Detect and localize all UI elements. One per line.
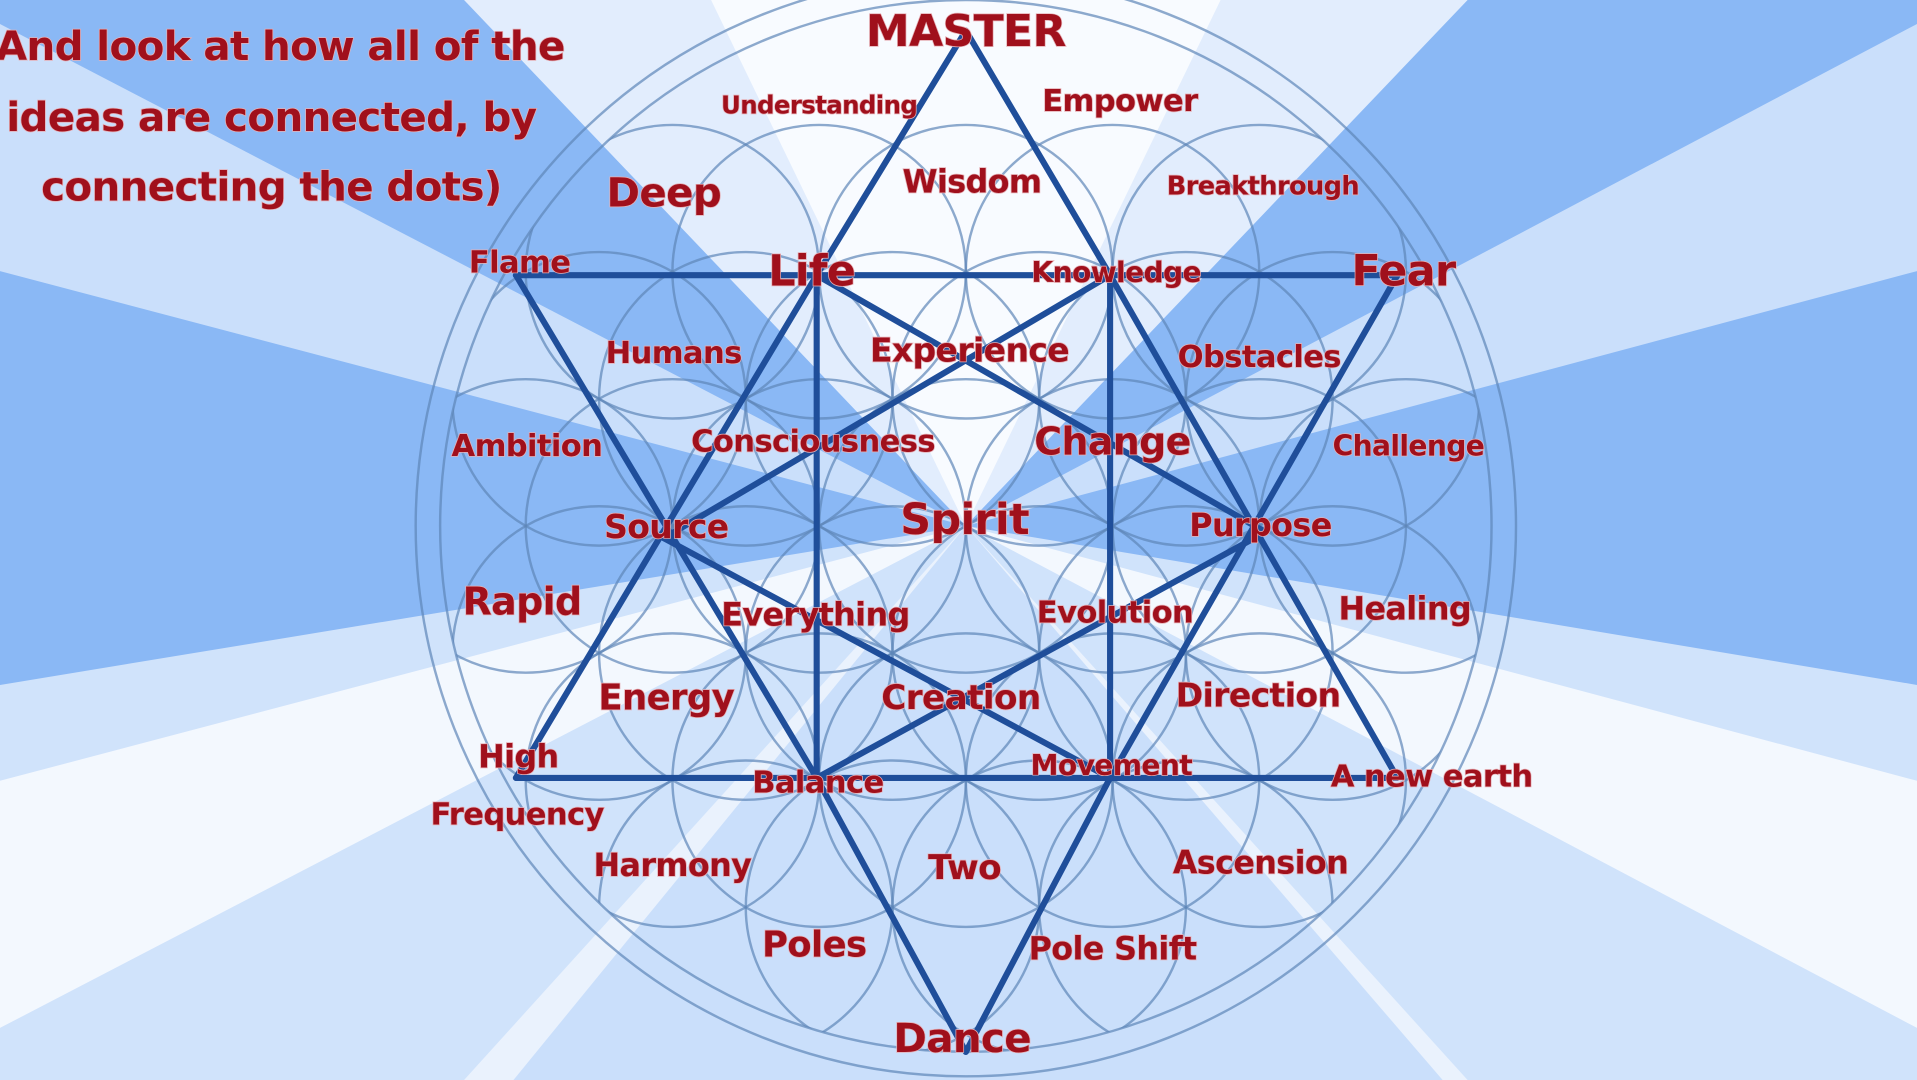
light-ray <box>0 23 966 526</box>
light-ray <box>464 525 1468 1080</box>
concept-label-flame: Flame <box>469 246 570 281</box>
concept-label-movement: Movement <box>1031 749 1193 782</box>
concept-label-master: MASTER <box>866 6 1067 57</box>
connection-line <box>660 535 1114 781</box>
connection-line <box>813 528 1269 781</box>
concept-label-spirit: Spirit <box>900 495 1029 545</box>
concept-label-empower: Empower <box>1042 84 1198 119</box>
concept-label-two: Two <box>928 848 1001 888</box>
concept-label-deep: Deep <box>607 170 722 217</box>
concept-label-creation: Creation <box>881 678 1040 718</box>
concept-label-harmony: Harmony <box>594 847 753 884</box>
concept-label-change: Change <box>1034 419 1190 463</box>
concept-label-understanding: Understanding <box>721 90 917 119</box>
connection-line <box>962 27 1114 279</box>
concept-label-energy: Energy <box>598 678 734 719</box>
concept-label-evolution: Evolution <box>1037 595 1193 630</box>
concept-label-high: High <box>478 738 558 775</box>
concept-label-obstacles: Obstacles <box>1178 340 1341 375</box>
concept-label-purpose: Purpose <box>1189 507 1331 544</box>
caption: (And look at how all of the ideas are co… <box>0 22 566 211</box>
concept-label-life: Life <box>768 246 855 296</box>
connection-line <box>660 272 1114 542</box>
concept-label-consciousness: Consciousness <box>691 424 935 459</box>
connection-line <box>813 774 969 1055</box>
concept-label-healing: Healing <box>1339 590 1471 627</box>
connection-line <box>813 272 1269 536</box>
concept-label-experience: Experience <box>870 331 1069 370</box>
caption-line: ideas are connected, by <box>6 94 536 141</box>
concept-label-poles: Poles <box>762 925 867 966</box>
concept-label-fear: Fear <box>1352 246 1457 296</box>
concept-label-breakthrough: Breakthrough <box>1167 172 1359 202</box>
concept-label-challenge: Challenge <box>1333 430 1485 463</box>
concept-label-wisdom: Wisdom <box>903 163 1042 200</box>
concept-label-humans: Humans <box>606 336 742 371</box>
caption-line: connecting the dots) <box>41 164 502 211</box>
concept-label-frequency: Frequency <box>430 797 604 832</box>
connection-line <box>512 272 820 781</box>
concept-label-balance: Balance <box>752 766 883 801</box>
concept-label-everything: Everything <box>721 596 909 633</box>
connection-line <box>813 27 969 279</box>
connection-line <box>962 774 1114 1055</box>
concept-label-dance: Dance <box>893 1015 1031 1062</box>
concept-label-pole-shift: Pole Shift <box>1029 930 1197 967</box>
concept-label-ambition: Ambition <box>452 429 603 464</box>
caption-line: (And look at how all of the <box>0 23 565 70</box>
concept-label-ascension: Ascension <box>1173 845 1348 882</box>
concept-label-knowledge: Knowledge <box>1031 256 1201 289</box>
light-ray <box>965 23 1917 526</box>
concept-label-source: Source <box>604 507 728 546</box>
connection-lines <box>512 27 1401 1055</box>
outer-ring <box>414 0 1518 1078</box>
concept-label-rapid: Rapid <box>463 580 582 624</box>
concept-label-direction: Direction <box>1176 676 1341 715</box>
concept-label-a-new-earth: A new earth <box>1331 759 1533 794</box>
